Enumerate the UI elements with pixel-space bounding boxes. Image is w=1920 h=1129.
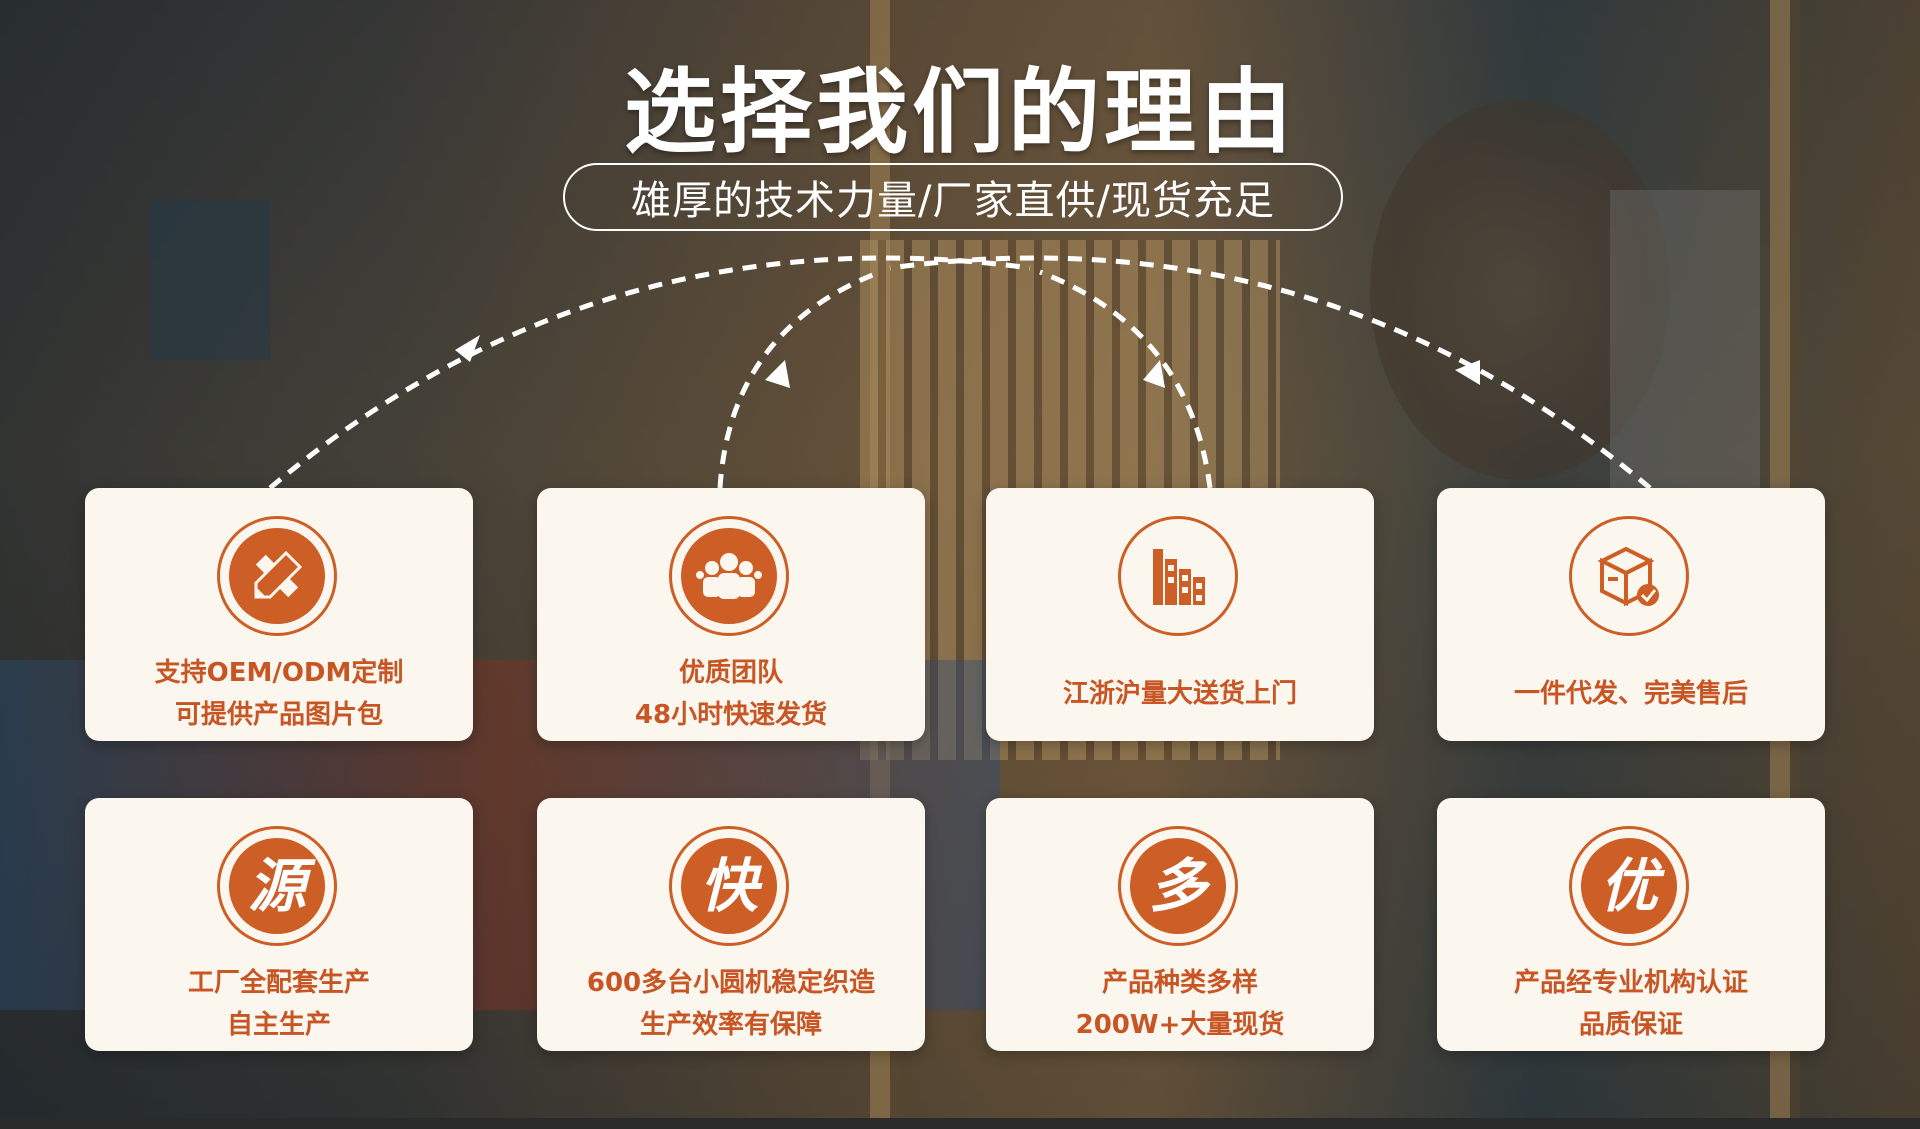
card-line2: 生产效率有保障 (639, 1010, 822, 1040)
icon-ring: 源 (217, 826, 337, 946)
card-line1: 一件代发、完美售后 (1513, 679, 1748, 709)
team-icon (681, 528, 777, 624)
icon-ring: 优 (1569, 826, 1689, 946)
card-line1: 优质团队 (678, 658, 783, 688)
subtitle-pill: 雄厚的技术力量/厂家直供/现货充足 (563, 163, 1343, 231)
icon-ring (217, 516, 337, 636)
card-line2: 200W+大量现货 (1075, 1010, 1285, 1040)
card-line2: 可提供产品图片包 (174, 700, 383, 730)
icon-ring (1569, 516, 1689, 636)
icon-ring: 快 (669, 826, 789, 946)
icon-ring: 多 (1118, 826, 1238, 946)
card-source: 源 工厂全配套生产 自主生产 (85, 798, 473, 1051)
icon-char: 多 (1148, 852, 1207, 920)
source-char-icon: 源 (229, 838, 325, 934)
card-text: 产品种类多样 200W+大量现货 (986, 962, 1374, 1046)
icon-char: 优 (1599, 852, 1658, 920)
variety-char-icon: 多 (1130, 838, 1226, 934)
page-title: 选择我们的理由 (623, 59, 1296, 166)
card-line1: 600多台小圆机稳定织造 (586, 968, 876, 998)
quality-char-icon: 优 (1581, 838, 1677, 934)
card-text: 工厂全配套生产 自主生产 (85, 962, 473, 1046)
card-team: 优质团队 48小时快速发货 (537, 488, 925, 741)
pencil-ruler-icon (229, 528, 325, 624)
card-text: 一件代发、完美售后 (1437, 673, 1825, 715)
subtitle-text: 雄厚的技术力量/厂家直供/现货充足 (631, 178, 1275, 224)
factory-building-icon (1130, 528, 1226, 624)
card-line1: 产品经专业机构认证 (1513, 968, 1748, 998)
icon-char: 快 (699, 852, 758, 920)
card-text: 江浙沪量大送货上门 (986, 673, 1374, 715)
card-text: 产品经专业机构认证 品质保证 (1437, 962, 1825, 1046)
icon-ring (1118, 516, 1238, 636)
card-delivery: 江浙沪量大送货上门 (986, 488, 1374, 741)
card-oem-odm: 支持OEM/ODM定制 可提供产品图片包 (85, 488, 473, 741)
card-line1: 工厂全配套生产 (187, 968, 370, 998)
card-line1: 支持OEM/ODM定制 (154, 658, 404, 688)
bottom-strip (0, 1118, 1920, 1129)
card-text: 支持OEM/ODM定制 可提供产品图片包 (85, 652, 473, 736)
card-line2: 自主生产 (226, 1010, 331, 1040)
card-fast: 快 600多台小圆机稳定织造 生产效率有保障 (537, 798, 925, 1051)
card-dropship: 一件代发、完美售后 (1437, 488, 1825, 741)
card-line2: 品质保证 (1578, 1010, 1683, 1040)
card-quality: 优 产品经专业机构认证 品质保证 (1437, 798, 1825, 1051)
background-control-panel-left (150, 200, 270, 360)
card-text: 优质团队 48小时快速发货 (537, 652, 925, 736)
card-line1: 江浙沪量大送货上门 (1062, 679, 1297, 709)
card-variety: 多 产品种类多样 200W+大量现货 (986, 798, 1374, 1051)
icon-char: 源 (247, 852, 306, 920)
fast-char-icon: 快 (681, 838, 777, 934)
card-line1: 产品种类多样 (1101, 968, 1258, 998)
card-text: 600多台小圆机稳定织造 生产效率有保障 (537, 962, 925, 1046)
package-check-icon (1581, 528, 1677, 624)
card-line2: 48小时快速发货 (634, 700, 828, 730)
icon-ring (669, 516, 789, 636)
